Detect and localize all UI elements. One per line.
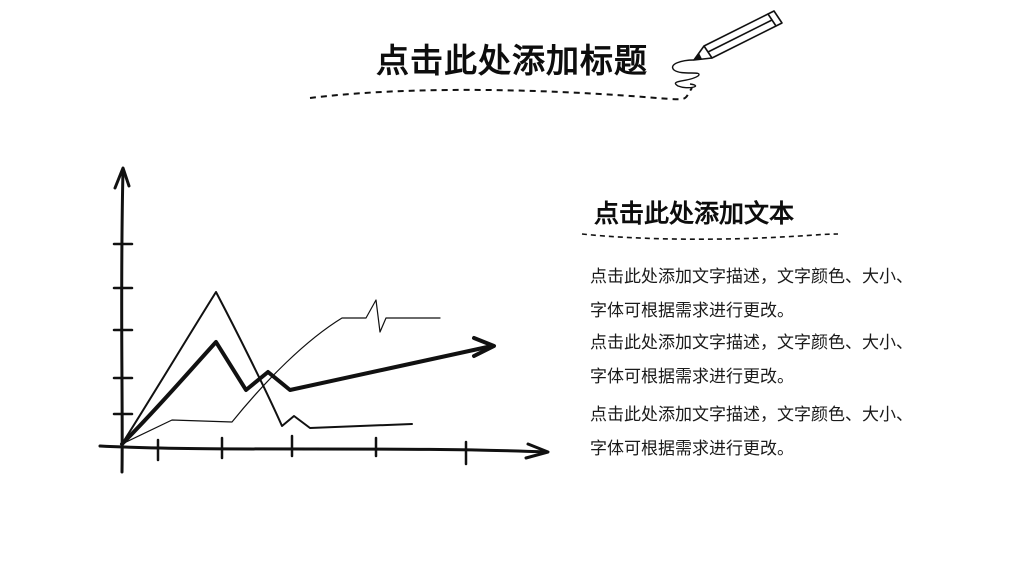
line-trend: [120, 340, 494, 446]
line-rising: [121, 299, 441, 445]
x-axis-arrow: [524, 442, 550, 460]
description-paragraph[interactable]: 点击此处添加文字描述，文字颜色、大小、字体可根据需求进行更改。: [590, 267, 913, 321]
description-paragraph[interactable]: 点击此处添加文字描述，文字颜色、大小、字体可根据需求进行更改。: [590, 405, 913, 459]
y-axis: [120, 168, 125, 474]
pencil-icon: [671, 10, 783, 89]
subtitle-dashed-underline: [581, 233, 839, 240]
y-axis-arrow: [113, 166, 131, 190]
x-axis: [98, 444, 548, 454]
description-paragraph[interactable]: 点击此处添加文字描述，文字颜色、大小、字体可根据需求进行更改。: [590, 333, 913, 387]
sketch-line-chart: [98, 166, 550, 474]
line-peak: [121, 291, 413, 445]
text-heading[interactable]: 点击此处添加文本: [594, 199, 795, 228]
title-dashed-underline: [309, 87, 693, 101]
slide-title[interactable]: 点击此处添加标题: [376, 41, 648, 80]
